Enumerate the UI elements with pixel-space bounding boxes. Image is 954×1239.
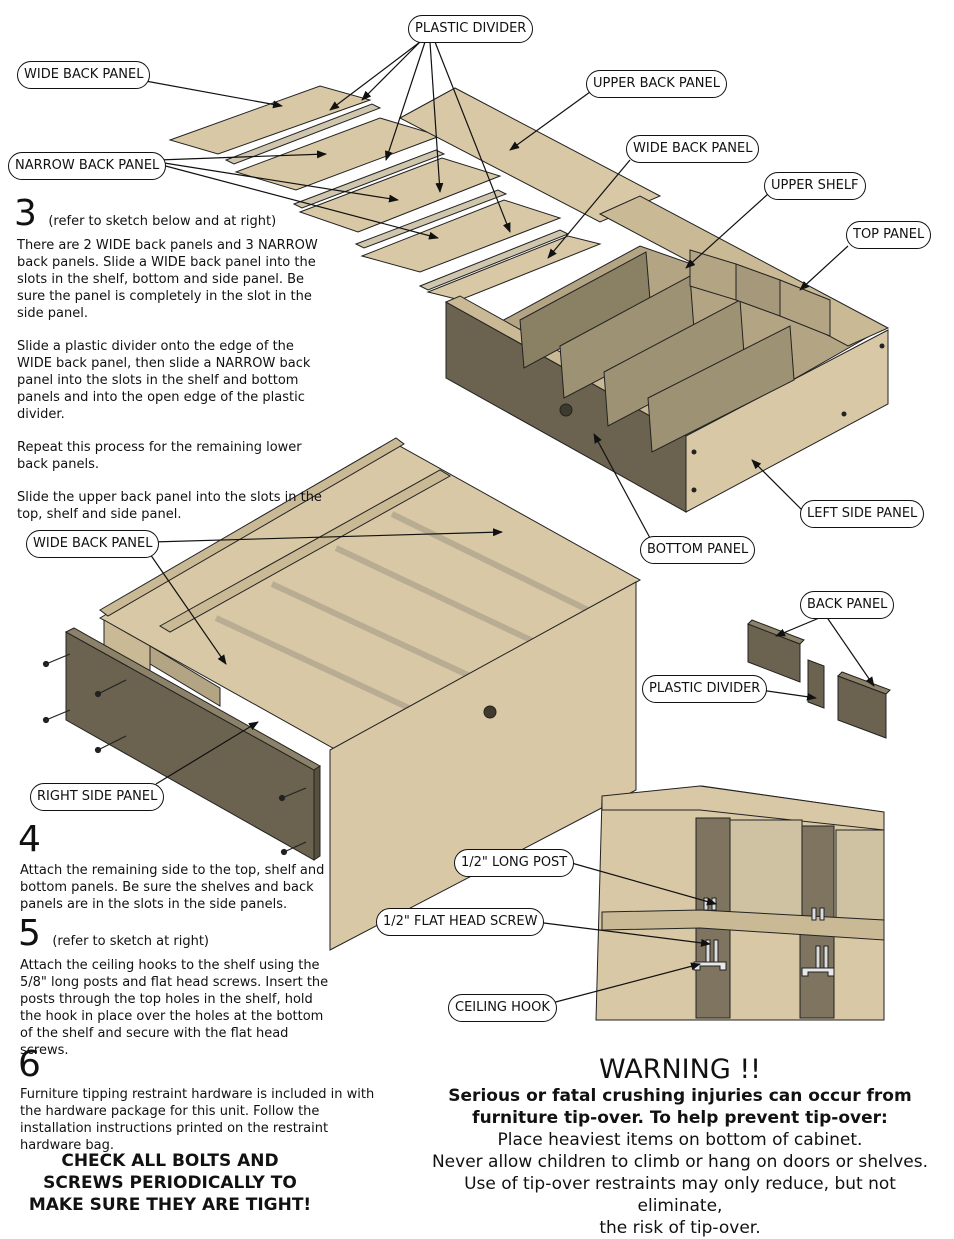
step3-note: (refer to sketch below and at right) [48,214,277,229]
narrow-back-panel-2 [298,157,502,233]
warning-line: Use of tip-over restraints may only redu… [464,1174,896,1216]
step3-instructions: There are 2 WIDE back panels and 3 NARRO… [17,237,329,539]
callout-ceiling-hook: CEILING HOOK [448,994,557,1022]
callout-top-panel: TOP PANEL [846,221,932,249]
step6-number: 6 [18,1044,41,1085]
warning-line: the risk of tip-over. [599,1218,761,1238]
warning-line: Never allow children to climb or hang on… [431,1152,929,1172]
callout-back-panel: BACK PANEL [800,591,895,619]
callout-right-side-panel: RIGHT SIDE PANEL [30,783,165,811]
left-side-panel-face [685,329,889,513]
warning-line: Place heaviest items on bottom of cabine… [497,1130,863,1150]
step4-number: 4 [18,819,41,860]
warning-title: WARNING !! [599,1054,761,1085]
callout-flat-head-screw: 1/2" FLAT HEAD SCREW [376,908,545,936]
step5-number: 5 (refer to sketch at right) [18,913,209,954]
step5-note: (refer to sketch at right) [52,934,209,949]
callout-upper-shelf: UPPER SHELF [764,172,866,200]
step4-instructions: Attach the remaining side to the top, sh… [20,863,325,912]
plastic-divider-strip-2 [292,149,446,209]
leader-lines [139,41,875,1005]
callout-left-side-panel: LEFT SIDE PANEL [800,500,925,528]
callout-long-post: 1/2" LONG POST [454,849,575,877]
warning-block: WARNING !! Serious or fatal crushing inj… [420,1055,940,1239]
callout-bottom-panel: BOTTOM PANEL [640,536,756,564]
callout-plastic-divider-small: PLASTIC DIVIDER [642,675,768,703]
check-bolts-notice: CHECK ALL BOLTS AND SCREWS PERIODICALLY … [28,1151,312,1215]
callout-wide-back-panel-mid: WIDE BACK PANEL [626,135,760,163]
callout-plastic-divider-top: PLASTIC DIVIDER [408,15,534,43]
narrow-back-panel-3 [360,199,562,273]
cabinet-bottom-front [329,581,637,951]
callout-upper-back-panel: UPPER BACK PANEL [586,70,727,98]
wide-back-panel-2 [426,235,602,301]
step3-paragraph: Slide the upper back panel into the slot… [17,490,322,522]
callout-wide-back-panel-lower: WIDE BACK PANEL [26,530,160,558]
warning-bold-line: Serious or fatal crushing injuries can o… [448,1086,912,1106]
back-panel-divider-detail [747,619,891,739]
step5-instructions: Attach the ceiling hooks to the shelf us… [20,958,329,1058]
step3-paragraph: There are 2 WIDE back panels and 3 NARRO… [17,238,318,321]
callout-wide-back-panel-top: WIDE BACK PANEL [17,61,151,89]
ceiling-hook-detail [595,785,885,1021]
plastic-divider-piece [807,659,825,709]
plastic-divider-strip-3 [354,189,508,249]
callout-narrow-back-panel: NARROW BACK PANEL [8,152,167,180]
step6-instructions: Furniture tipping restraint hardware is … [20,1087,375,1153]
step3-paragraph: Repeat this process for the remaining lo… [17,440,302,472]
step4-cabinet-drawing [42,437,642,951]
warning-bold-line: furniture tip-over. To help prevent tip-… [472,1108,888,1128]
exploded-back-panels-drawing [168,85,890,513]
step3-paragraph: Slide a plastic divider onto the edge of… [17,339,311,422]
plastic-divider-strip-1 [224,103,382,165]
step3-number: 3 (refer to sketch below and at right) [14,193,277,234]
upper-back-panel [398,87,662,223]
